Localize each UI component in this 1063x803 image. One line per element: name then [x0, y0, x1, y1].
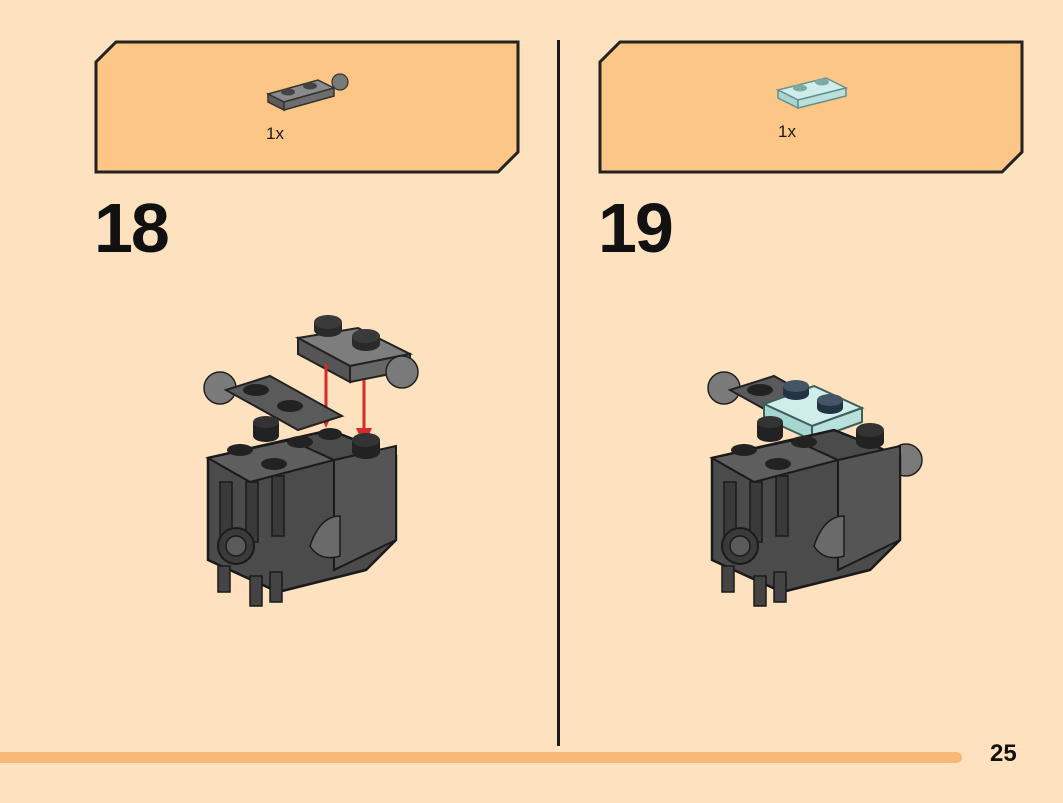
page-footer-bar [0, 752, 962, 763]
step-number: 18 [94, 189, 170, 267]
step-number: 19 [598, 189, 674, 267]
page-number: 25 [990, 740, 1017, 767]
part-quantity: 1x [778, 122, 796, 141]
parts-callout-step-19: 1x [598, 40, 1024, 174]
step-divider [557, 40, 560, 746]
step-19-assembly-illustration [707, 371, 923, 607]
trans-light-blue-plate-icon [775, 77, 849, 110]
step-18-assembly-illustration [203, 315, 419, 607]
part-quantity: 1x [266, 124, 284, 143]
parts-callout-step-18: 1x [94, 40, 520, 174]
dark-gray-plate-ball-icon [265, 73, 349, 112]
